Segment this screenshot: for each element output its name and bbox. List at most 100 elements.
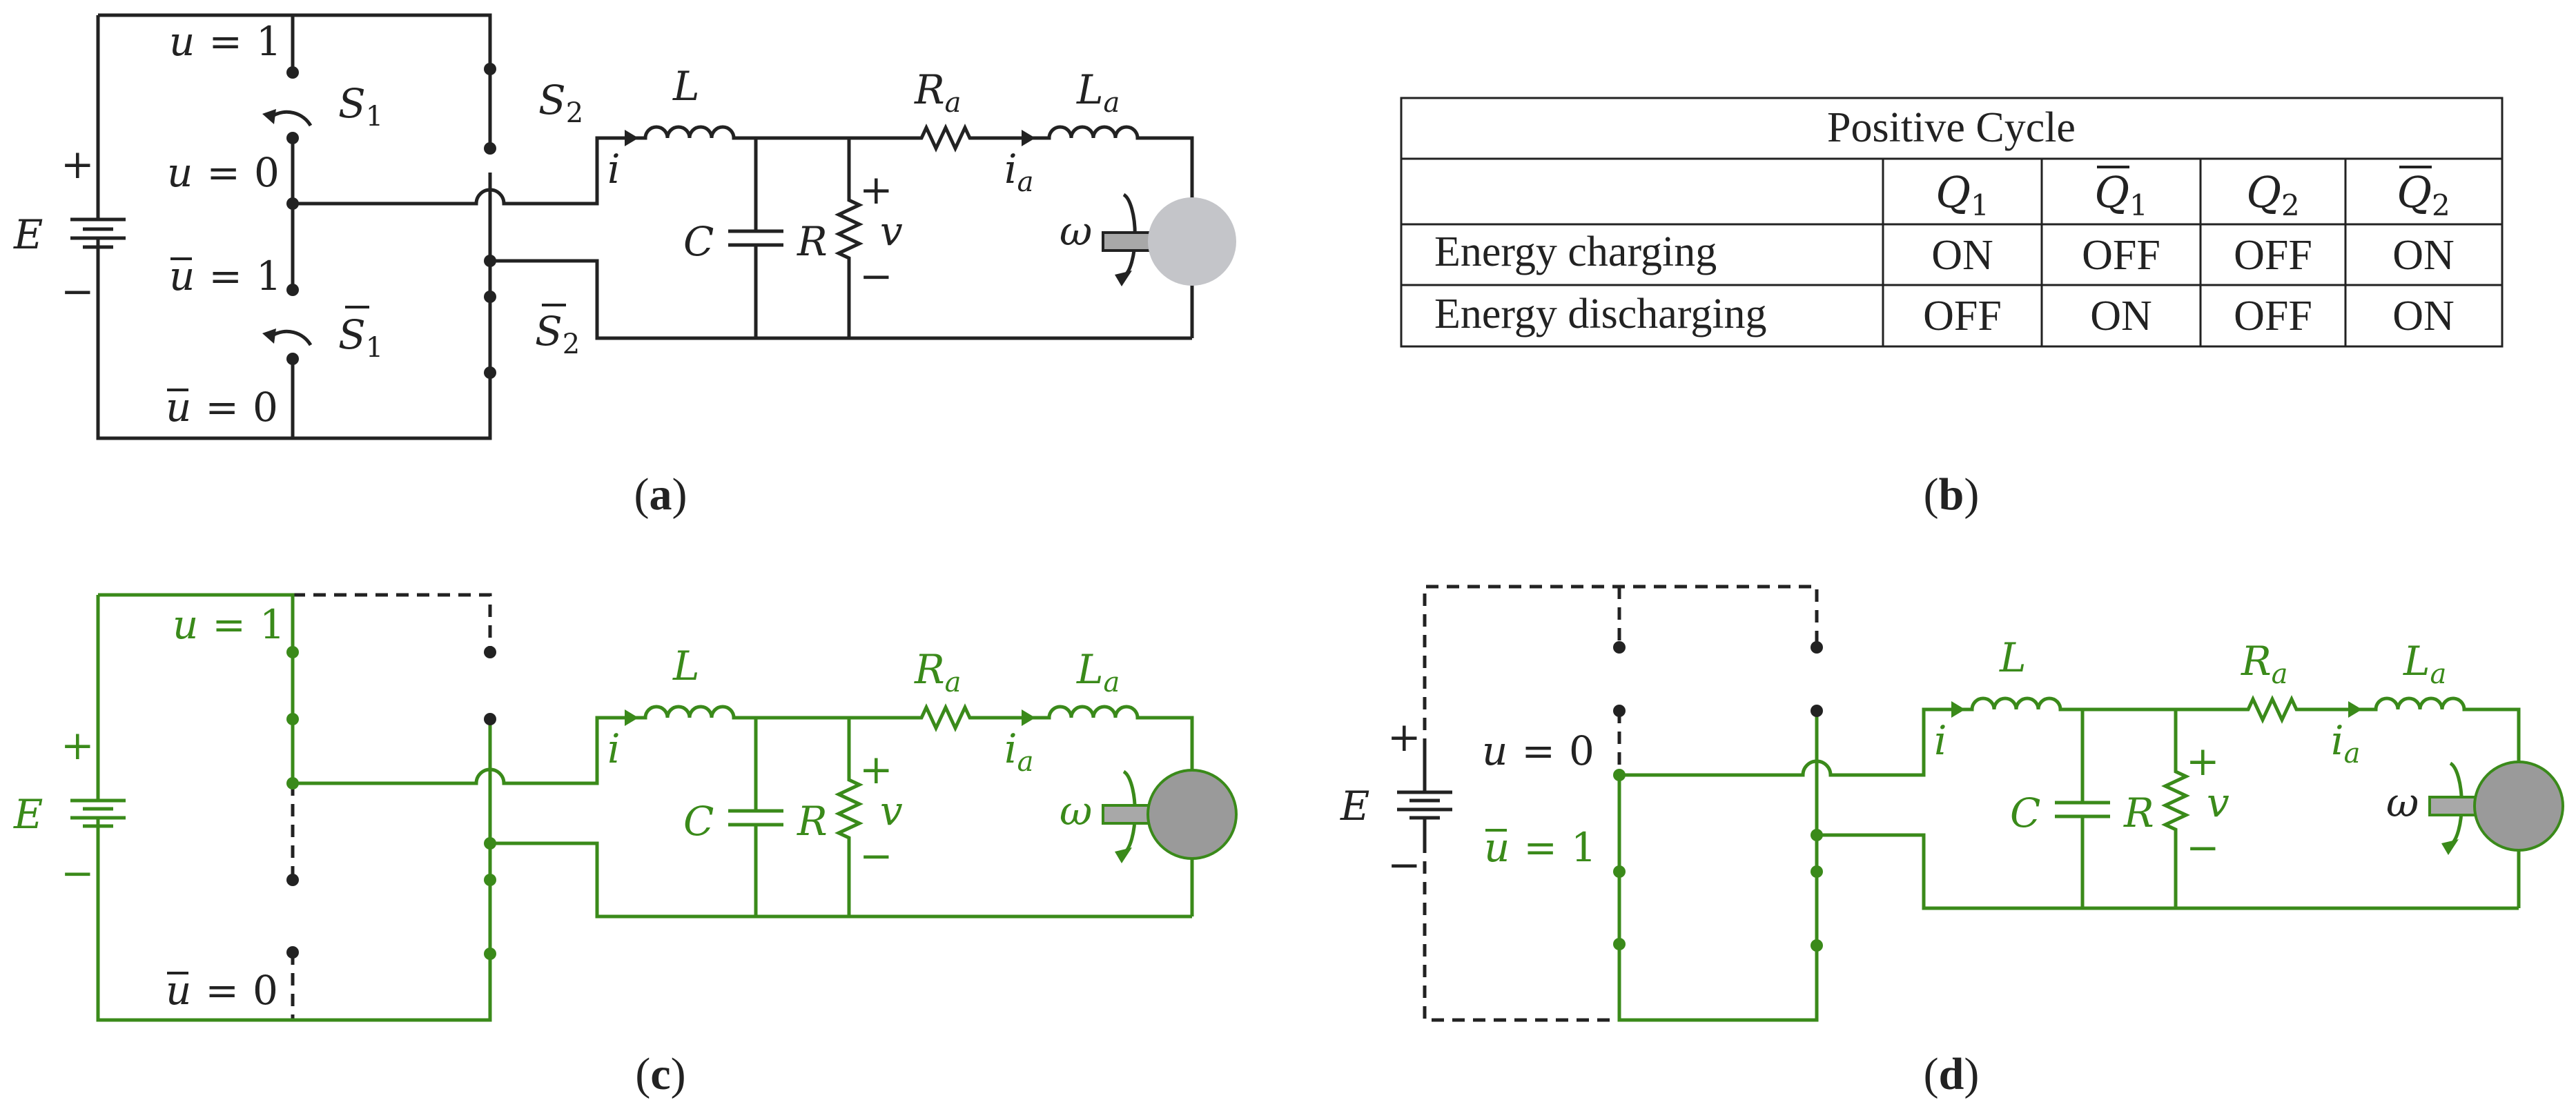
wire-active-s1-out (293, 716, 618, 785)
label-L: L (1999, 634, 2027, 681)
switch-arrow-S1bar (271, 329, 313, 346)
label-minus: − (61, 268, 95, 315)
label-plus: + (61, 722, 95, 769)
svg-text:Ra: Ra (2241, 638, 2288, 690)
node (286, 874, 299, 886)
svg-text:La: La (1076, 646, 1120, 698)
label-La: L (1076, 646, 1104, 693)
inductor-La (1022, 125, 1194, 200)
rotation-arrowhead (1115, 271, 1132, 286)
caption-d: (d) (1924, 1049, 1980, 1099)
inductor-L (618, 125, 849, 140)
panel-c-circuit (70, 593, 1194, 1022)
label-omega: ω (1060, 208, 1092, 255)
node (1613, 769, 1626, 781)
label-i: i (607, 146, 621, 193)
label-C: C (683, 798, 714, 845)
svg-text:ia: ia (1004, 146, 1033, 198)
cell: ON (2392, 293, 2455, 340)
current-arrow-i (1951, 701, 1965, 718)
node (286, 353, 299, 365)
node (286, 66, 299, 79)
node (484, 837, 496, 850)
label-R: R (797, 218, 828, 265)
header-Q1bar: Q1 (2094, 167, 2148, 222)
motor-shaft (1102, 804, 1153, 825)
svg-text:u=1: u=1 (169, 253, 282, 300)
node (484, 713, 496, 725)
node (1811, 829, 1823, 841)
label-S1: S (338, 80, 366, 127)
label-La: L (1076, 66, 1104, 113)
node (1613, 865, 1626, 878)
label-minus: − (859, 832, 893, 879)
label-S2: S (538, 77, 566, 124)
current-arrow-i (625, 709, 638, 726)
node (484, 366, 496, 379)
label-u-bar: u (166, 967, 191, 1014)
cell: OFF (2234, 232, 2312, 279)
label-L: L (672, 63, 700, 110)
node (286, 197, 299, 210)
label-minus: − (2186, 824, 2220, 871)
node (286, 132, 299, 144)
row-label-discharging: Energy discharging (1434, 291, 1767, 337)
svg-text:S2: S2 (538, 77, 583, 129)
label-plus: + (1387, 714, 1421, 761)
node (1613, 641, 1626, 654)
label-minus: − (859, 253, 893, 300)
panel-a-labels: u=1 u=0 u=1 u=0 S1 S1 S2 S2 L i C R + v … (13, 18, 1120, 431)
node (1811, 939, 1823, 952)
header-Q2bar: Q2 (2397, 167, 2450, 222)
current-arrow-ia (1022, 130, 1035, 146)
table-title: Positive Cycle (1827, 104, 2076, 151)
label-v: v (2207, 779, 2229, 826)
panel-a-circuit (70, 13, 1194, 440)
wire-s2-out (490, 259, 1192, 340)
panel-d-circuit (1397, 585, 2521, 1022)
panel-a-arrowheads (262, 109, 1132, 344)
header-Q1: Q1 (1935, 167, 1989, 222)
wire-active-s1-out (1619, 707, 1944, 777)
node (286, 646, 299, 658)
label-u: u (167, 149, 193, 196)
label-i: i (1934, 717, 1947, 764)
row-label-charging: Energy charging (1434, 228, 1717, 275)
cell: OFF (2234, 293, 2312, 340)
node (484, 291, 496, 303)
svg-text:u=1: u=1 (173, 601, 285, 648)
resistor-Ra (849, 703, 1022, 732)
wire-active-left-v (96, 595, 492, 1022)
svg-text:u=1: u=1 (1484, 824, 1597, 871)
wire-active-s2-out (1817, 833, 2519, 910)
node (484, 255, 496, 267)
node (484, 874, 496, 886)
label-ia: i (1004, 146, 1017, 193)
cell: OFF (1923, 293, 2002, 340)
label-ia: i (2331, 717, 2344, 764)
svg-text:La: La (1076, 66, 1120, 119)
label-S2bar: S (535, 308, 563, 355)
current-arrow-ia (1022, 709, 1035, 726)
dc-motor (1148, 197, 1236, 286)
node (1811, 705, 1823, 717)
node (1811, 641, 1823, 654)
label-minus: − (61, 850, 95, 896)
cell: ON (2090, 293, 2152, 340)
label-plus: + (2186, 738, 2220, 785)
node (286, 713, 299, 725)
label-u: u (173, 601, 198, 648)
wire-top (98, 13, 492, 69)
motor-shaft (1102, 231, 1153, 252)
svg-text:Ra: Ra (914, 646, 962, 698)
resistor-R (835, 138, 863, 338)
node (286, 284, 299, 296)
resistor-Ra (2176, 695, 2348, 724)
label-E: E (1340, 783, 1369, 830)
label-L: L (672, 643, 700, 689)
svg-text:u=0: u=0 (167, 149, 280, 196)
svg-text:ia: ia (2331, 717, 2360, 769)
wire-active-s2-h (490, 841, 1192, 919)
node (1613, 938, 1626, 950)
label-Ra: R (2241, 638, 2272, 685)
